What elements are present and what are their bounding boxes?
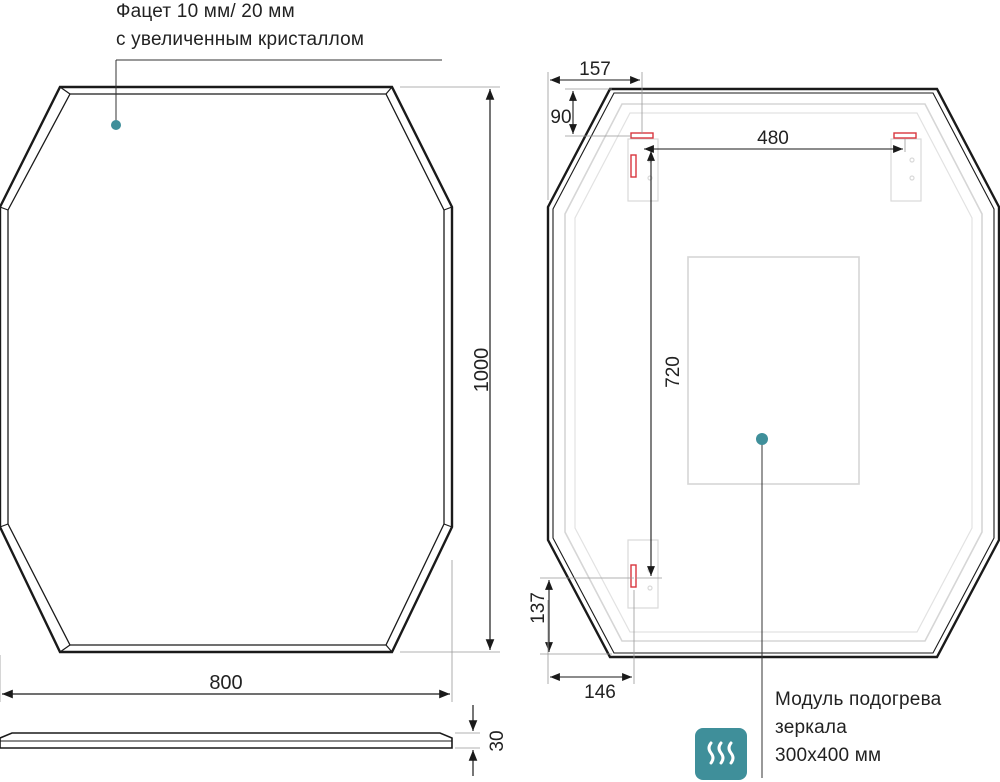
facet-note-line2: с увеличенным кристаллом [116,29,365,50]
facet-marker [111,120,121,130]
heating-module-note: Модуль подогрева зеркала 300х400 мм [775,686,941,770]
back-outline [546,87,1000,659]
mirror-outline [0,85,454,654]
dim-720-label: 720 [663,356,684,388]
dim-90-label: 90 [550,107,571,128]
dim-480-label: 480 [757,128,789,149]
heat-waves-icon [695,728,747,780]
facet-corners [0,86,453,653]
back-frame-contour [564,103,983,642]
back-view: 157 90 480 720 137 146 [528,59,1000,778]
heating-module-note-line3: 300х400 мм [775,745,882,766]
bracket-hooks [630,132,917,588]
back-inner-edge [552,92,995,654]
facet-inner-edge [7,93,445,646]
depth-dimension-label: 30 [487,730,508,751]
facet-note-line1: Фацет 10 мм/ 20 мм [116,1,295,22]
back-frame-contour-inner [574,112,973,633]
height-dimension-label: 1000 [471,348,493,393]
heating-module-marker [756,433,768,445]
width-dimension-label: 800 [209,672,242,694]
dim-157-label: 157 [579,59,611,80]
heating-module-note-line2: зеркала [775,717,847,738]
side-profile [0,732,453,749]
dim-137-label: 137 [528,592,549,624]
dim-146-label: 146 [584,682,616,703]
heating-module-outline [687,256,860,485]
heating-module-note-line1: Модуль подогрева [775,689,942,710]
facet-note: Фацет 10 мм/ 20 мм с увеличенным кристал… [116,0,364,54]
front-view: 1000 800 30 [0,59,508,776]
mount-plate-top-right [890,138,922,202]
